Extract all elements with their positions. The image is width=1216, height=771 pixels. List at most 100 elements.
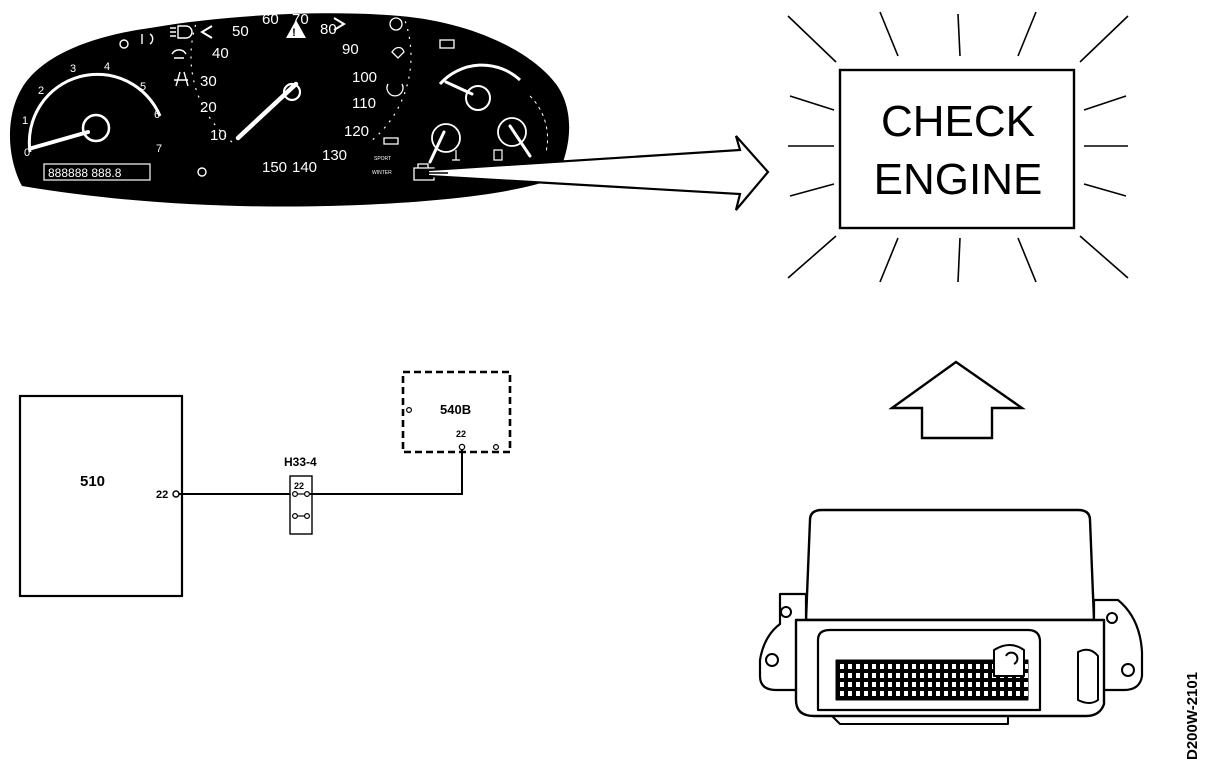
temperature-needle <box>428 130 446 164</box>
tacho-tick-4: 4 <box>104 61 110 73</box>
ecu-pin <box>952 682 956 687</box>
ecu-pin <box>896 673 900 678</box>
ecu-pin <box>920 691 924 696</box>
lamp-text-line2: ENGINE <box>874 155 1043 204</box>
ecu-pin-grid <box>840 664 1028 696</box>
ecu-pin <box>976 691 980 696</box>
ecu-pin <box>944 682 948 687</box>
ecu-locking-clip <box>993 644 1025 677</box>
ecu-pin <box>888 691 892 696</box>
ecu-box-pin-label: 22 <box>156 489 168 501</box>
ecu-pin <box>840 691 844 696</box>
lamp-text-line1: CHECK <box>881 97 1035 146</box>
speed-tick-100: 100 <box>352 69 377 86</box>
check-engine-lamp: CHECK ENGINE <box>787 11 1129 283</box>
ecu-pin <box>856 691 860 696</box>
trunk-open-icon <box>383 137 399 145</box>
figure-code: D200W-2101 <box>1184 672 1201 760</box>
ecu-pin <box>960 691 964 696</box>
speedometer-dial-arc <box>190 0 412 143</box>
turbo-needle <box>444 80 474 96</box>
ecu-pin <box>1000 682 1004 687</box>
ecu-pin <box>864 673 868 678</box>
ecu-pin <box>944 673 948 678</box>
ecu-box-510 <box>18 394 184 598</box>
tachometer-needle <box>30 130 90 150</box>
ecu-pin <box>1000 691 1004 696</box>
trip-reset-knob-icon <box>197 167 207 177</box>
odometer-readout: 888888 888.8 <box>48 166 122 180</box>
engine-control-unit <box>758 508 1144 725</box>
ecu-pin <box>896 682 900 687</box>
check-engine-lamp-frame <box>838 68 1076 230</box>
check-engine-icon <box>413 163 435 181</box>
svg-text:!: ! <box>292 27 296 39</box>
ecu-pin <box>856 673 860 678</box>
speed-tick-120: 120 <box>344 123 369 140</box>
abs-icon <box>386 83 404 97</box>
ecu-pin <box>904 691 908 696</box>
speed-tick-20: 20 <box>200 99 217 116</box>
fog-light-icon <box>141 33 154 45</box>
ecu-pin <box>936 691 940 696</box>
ecu-pin <box>944 691 948 696</box>
ecu-cable-tab <box>831 715 1009 725</box>
component-label: 540B <box>440 402 471 417</box>
ecu-pin <box>880 664 884 669</box>
ecu-pin <box>840 673 844 678</box>
turbo-boost-gauge <box>438 63 522 111</box>
ecu-pin <box>1024 682 1028 687</box>
ecu-pin <box>960 664 964 669</box>
ecu-pin <box>896 691 900 696</box>
speed-tick-60: 60 <box>262 11 279 28</box>
ecu-pin <box>928 691 932 696</box>
speedometer-gauge: ! 10 20 30 40 50 60 70 80 90 100 110 120… <box>190 0 412 177</box>
component-pin-label: 22 <box>456 429 466 439</box>
tachometer-gauge: 0 1 2 3 4 5 6 7 <box>22 61 162 159</box>
ecu-pin <box>968 664 972 669</box>
ecu-pin <box>984 691 988 696</box>
ecu-pin <box>856 664 860 669</box>
ecu-pin <box>904 682 908 687</box>
ecu-pin <box>864 691 868 696</box>
ecu-pin <box>880 682 884 687</box>
ecu-pin <box>936 673 940 678</box>
instrument-cluster: 0 1 2 3 4 5 6 7 888888 888.8 <box>9 0 570 207</box>
component-540b <box>401 370 512 454</box>
ecu-pin <box>912 682 916 687</box>
ecu-pin <box>864 664 868 669</box>
ecu-box-label: 510 <box>80 473 105 490</box>
speed-tick-10: 10 <box>210 127 227 144</box>
speed-tick-140: 140 <box>292 159 317 176</box>
ecu-pin <box>944 664 948 669</box>
fuel-needle <box>508 124 532 158</box>
ecu-pin <box>976 682 980 687</box>
speed-tick-30: 30 <box>200 73 217 90</box>
ecu-pin <box>912 691 916 696</box>
ecu-pin <box>960 682 964 687</box>
turn-left-arrow-icon <box>200 25 213 39</box>
ecu-pin <box>928 664 932 669</box>
ecu-pin <box>1016 682 1020 687</box>
tacho-tick-7: 7 <box>156 143 162 155</box>
tacho-tick-2: 2 <box>38 85 44 97</box>
tacho-tick-5: 5 <box>140 81 146 93</box>
battery-icon <box>439 39 455 49</box>
ecu-pin <box>976 664 980 669</box>
speed-tick-80: 80 <box>320 21 337 38</box>
ecu-pin <box>848 673 852 678</box>
tacho-tick-0: 0 <box>24 147 30 159</box>
ecu-pin <box>952 673 956 678</box>
ecu-box-pin-terminal <box>172 490 180 498</box>
cluster-panel <box>9 13 570 207</box>
ecu-pin <box>976 673 980 678</box>
temperature-gauge <box>428 123 461 164</box>
connector-h33-4 <box>289 475 313 535</box>
odometer: 888888 888.8 <box>43 163 151 181</box>
ecu-pin <box>936 682 940 687</box>
brake-warning-icon <box>389 17 403 31</box>
wire-connector-to-component <box>310 450 463 495</box>
ecu-pin <box>920 664 924 669</box>
ecu-pin <box>864 682 868 687</box>
